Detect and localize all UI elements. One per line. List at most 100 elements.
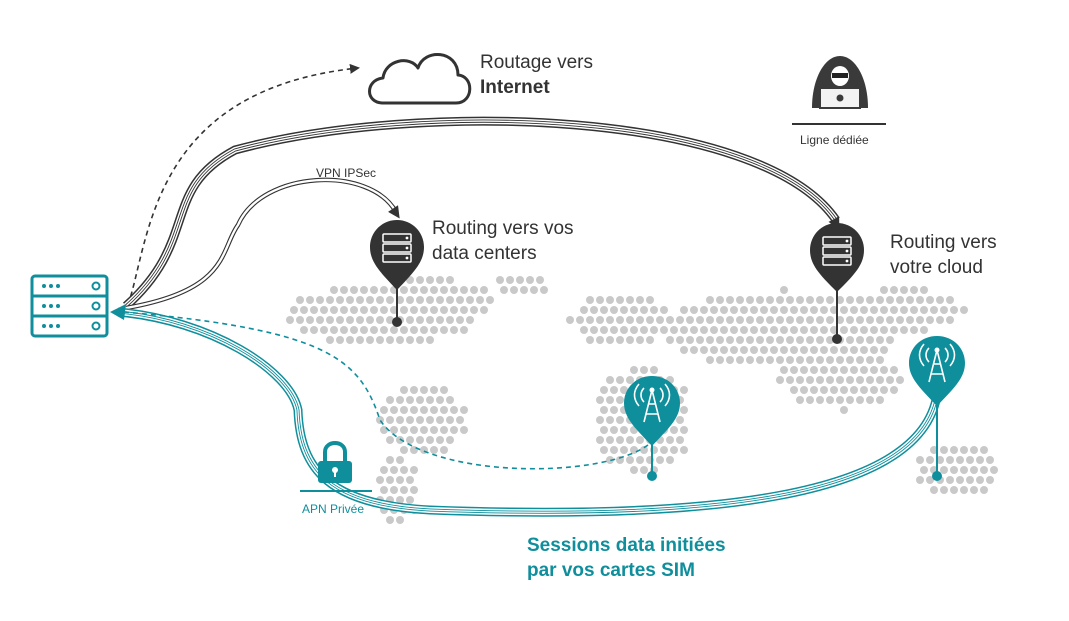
map-dot <box>980 446 988 454</box>
map-dot <box>726 336 734 344</box>
map-dot <box>640 466 648 474</box>
map-dot <box>826 396 834 404</box>
map-dot <box>420 406 428 414</box>
map-dot <box>766 296 774 304</box>
map-dot <box>370 326 378 334</box>
map-dot <box>730 326 738 334</box>
map-dot <box>566 316 574 324</box>
map-dot <box>790 366 798 374</box>
map-dot <box>886 296 894 304</box>
hacker-icon <box>792 56 886 125</box>
cloud-icon <box>368 52 472 105</box>
map-dot <box>600 326 608 334</box>
map-dot <box>940 306 948 314</box>
datacenter-server-pin-icon <box>370 220 424 327</box>
map-dot <box>696 336 704 344</box>
map-dot <box>796 356 804 364</box>
map-dot <box>426 416 434 424</box>
map-dot <box>750 346 758 354</box>
cloud-label: Routing vers votre cloud <box>890 230 997 280</box>
map-dot <box>680 306 688 314</box>
map-dot <box>520 286 528 294</box>
map-dot <box>890 326 898 334</box>
map-dot <box>416 296 424 304</box>
map-dot <box>670 446 678 454</box>
map-dot <box>336 296 344 304</box>
map-dot <box>430 446 438 454</box>
map-dot <box>970 446 978 454</box>
map-dot <box>700 326 708 334</box>
map-dot <box>330 306 338 314</box>
map-dot <box>596 436 604 444</box>
map-dot <box>456 416 464 424</box>
map-dot <box>436 316 444 324</box>
map-dot <box>460 406 468 414</box>
map-dot <box>880 286 888 294</box>
map-dot <box>460 306 468 314</box>
map-dot <box>536 276 544 284</box>
map-dot <box>396 336 404 344</box>
map-dot <box>890 386 898 394</box>
map-dot <box>376 476 384 484</box>
map-dot <box>450 306 458 314</box>
map-dot <box>870 306 878 314</box>
map-dot <box>626 456 634 464</box>
map-dot <box>316 296 324 304</box>
map-dot <box>410 486 418 494</box>
map-dot <box>436 276 444 284</box>
map-dot <box>636 296 644 304</box>
map-dot <box>776 376 784 384</box>
map-dot <box>600 426 608 434</box>
map-dot <box>776 336 784 344</box>
map-dot <box>960 466 968 474</box>
apn-label: APN Privée <box>302 502 365 516</box>
map-dot <box>476 296 484 304</box>
map-dot <box>816 356 824 364</box>
map-dot <box>376 296 384 304</box>
map-dot <box>846 376 854 384</box>
map-dot <box>776 316 784 324</box>
map-dot <box>780 326 788 334</box>
map-dot <box>760 306 768 314</box>
map-dot <box>760 346 768 354</box>
map-dot <box>296 316 304 324</box>
map-dot <box>386 516 394 524</box>
map-dot <box>876 296 884 304</box>
map-dot <box>610 306 618 314</box>
map-dot <box>810 326 818 334</box>
map-dot <box>896 376 904 384</box>
map-dot <box>820 326 828 334</box>
map-dot <box>840 306 848 314</box>
map-dot <box>950 486 958 494</box>
map-dot <box>750 306 758 314</box>
map-dot <box>826 316 834 324</box>
map-dot <box>676 416 684 424</box>
dedicated-line-label: Ligne dédiée <box>800 133 869 147</box>
sessions-label-line2: par vos cartes SIM <box>527 560 695 581</box>
internet-label-line1: Routage vers <box>480 52 594 73</box>
map-dot <box>906 296 914 304</box>
map-dot <box>366 336 374 344</box>
map-dot <box>366 296 374 304</box>
map-dot <box>416 336 424 344</box>
map-dot <box>850 326 858 334</box>
map-dot <box>596 296 604 304</box>
map-dot <box>380 406 388 414</box>
map-dot <box>826 336 834 344</box>
map-dot <box>766 316 774 324</box>
map-dot <box>680 346 688 354</box>
map-dot <box>736 356 744 364</box>
map-dot <box>436 416 444 424</box>
map-dot <box>736 296 744 304</box>
map-dot <box>626 376 634 384</box>
map-dot <box>330 326 338 334</box>
map-dot <box>806 376 814 384</box>
map-dot <box>380 326 388 334</box>
map-dot <box>746 316 754 324</box>
map-dot <box>826 376 834 384</box>
map-dot <box>610 426 618 434</box>
map-dot <box>346 316 354 324</box>
sessions-label-line1: Sessions data initiées <box>527 535 726 556</box>
map-dot <box>430 426 438 434</box>
map-dot <box>940 446 948 454</box>
